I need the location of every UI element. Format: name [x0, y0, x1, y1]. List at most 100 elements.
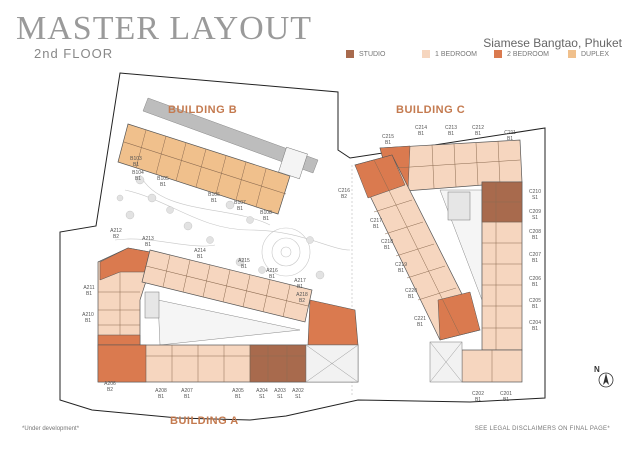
unit-label: A207	[181, 388, 193, 394]
development-note: *Under development*	[22, 426, 80, 432]
unit-type-legend: STUDIO 1 BEDROOM 2 BEDROOM DUPLEX	[340, 50, 630, 66]
legend-label: 2 BEDROOM	[507, 50, 550, 58]
unit-type-label: S1	[277, 394, 283, 400]
unit-label: A217	[294, 278, 306, 284]
unit-label: C217	[370, 218, 382, 224]
unit-a218-2br	[307, 299, 359, 346]
unit-label: B106	[208, 192, 220, 198]
unit-label: C219	[395, 262, 407, 268]
unit-label: A211	[83, 285, 95, 291]
unit-type-label: B1	[532, 282, 538, 288]
garden-landscape	[114, 174, 351, 277]
unit-type-label: B1	[448, 131, 454, 137]
unit-label: C205	[529, 298, 541, 304]
unit-type-label: B1	[373, 224, 379, 230]
page-title: MASTER LAYOUT	[16, 10, 313, 47]
unit-c216-2br	[354, 154, 406, 199]
unit-label: C216	[338, 188, 350, 194]
building-b-stair	[278, 146, 308, 180]
unit-type-label: B1	[507, 136, 513, 142]
unit-type-label: B2	[113, 234, 119, 240]
legend-item-studio: STUDIO	[346, 50, 385, 58]
legend-label: 1 BEDROOM	[435, 50, 478, 58]
building-a-left-walls	[98, 272, 140, 335]
unit-type-label: B1	[269, 274, 275, 280]
stair-cross	[305, 344, 359, 383]
building-a-courtyard	[157, 299, 301, 346]
unit-label: C211	[504, 130, 516, 136]
unit-label: A210	[82, 312, 94, 318]
unit-label: A212	[110, 228, 122, 234]
legend-item-2-bedroom: 2 BEDROOM	[494, 50, 549, 58]
building-b-corridor	[123, 141, 287, 195]
unit-type-label: B1	[408, 294, 414, 300]
unit-type-label: B2	[107, 387, 113, 393]
legend-swatch	[346, 50, 354, 58]
unit-label: C218	[381, 239, 393, 245]
unit-label: A215	[238, 258, 250, 264]
unit-label: C214	[415, 125, 427, 131]
unit-label: C209	[529, 209, 541, 215]
unit-c221-2br	[437, 291, 481, 341]
unit-type-label: B1	[135, 176, 141, 182]
unit-label: C220	[405, 288, 417, 294]
unit-label: A208	[155, 388, 167, 394]
site-boundary	[59, 72, 546, 421]
building-c-top-walls	[431, 140, 501, 189]
unit-label: B108	[260, 210, 272, 216]
unit-type-label: B1	[503, 397, 509, 403]
unit-type-label: B1	[85, 318, 91, 324]
unit-labels: B103 B1 B104 B1 B105 B1 B106 B1 B107 B1 …	[82, 125, 541, 403]
unit-type-label: B1	[133, 162, 139, 168]
unit-type-label: B1	[86, 291, 92, 297]
legend-swatch	[568, 50, 576, 58]
legend-item-duplex: DUPLEX	[568, 50, 609, 58]
unit-label: A216	[266, 268, 278, 274]
unit-label: C201	[500, 391, 512, 397]
building-b	[117, 97, 319, 215]
unit-type-label: B1	[417, 322, 423, 328]
legend-swatch	[422, 50, 430, 58]
unit-type-label: B1	[237, 206, 243, 212]
legend-swatch	[494, 50, 502, 58]
unit-type-label: B1	[475, 131, 481, 137]
unit-label: C210	[529, 189, 541, 195]
unit-type-label: B1	[398, 268, 404, 274]
unit-label: A203	[274, 388, 286, 394]
stair-cross	[429, 341, 463, 383]
unit-type-label: B1	[158, 394, 164, 400]
unit-label: B104	[132, 170, 144, 176]
unit-type-label: B1	[384, 245, 390, 251]
legend-item-1-bedroom: 1 BEDROOM	[422, 50, 477, 58]
garden-trees	[116, 175, 325, 280]
building-c-right-walls	[482, 201, 522, 329]
building-c-label: BUILDING C	[396, 104, 465, 116]
unit-label: C221	[414, 316, 426, 322]
legend-label: DUPLEX	[581, 50, 610, 58]
unit-label: C208	[529, 229, 541, 235]
building-a-bottom-walls	[171, 345, 288, 382]
unit-type-label: S1	[532, 195, 538, 201]
unit-type-label: B2	[299, 298, 305, 304]
unit-label: B107	[234, 200, 246, 206]
building-b-roof	[142, 97, 319, 174]
north-compass: N	[594, 365, 614, 388]
unit-type-label: B1	[160, 182, 166, 188]
unit-type-label: B1	[532, 304, 538, 310]
compass-arrow-icon	[603, 373, 609, 385]
unit-label: C204	[529, 320, 541, 326]
unit-type-label: S1	[532, 215, 538, 221]
unit-type-label: B1	[297, 284, 303, 290]
unit-label: C213	[445, 125, 457, 131]
compass-north-label: N	[594, 365, 600, 374]
building-a-diagonal-walls	[162, 254, 291, 318]
building-a-studios	[249, 344, 307, 383]
unit-type-label: B1	[418, 131, 424, 137]
unit-label: C202	[472, 391, 484, 397]
unit-label: A205	[232, 388, 244, 394]
building-b-block	[117, 123, 291, 215]
unit-type-label: B1	[263, 216, 269, 222]
unit-type-label: S1	[259, 394, 265, 400]
unit-label: C215	[382, 134, 394, 140]
